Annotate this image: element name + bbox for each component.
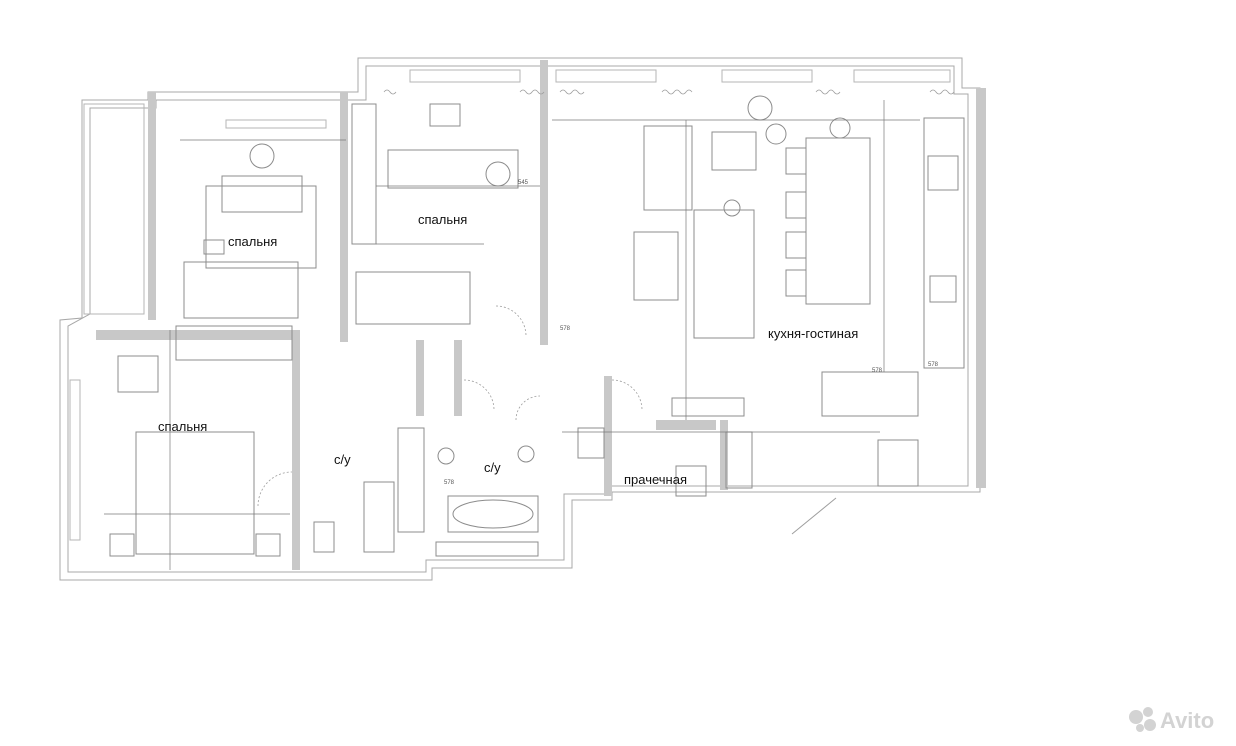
rug [633, 231, 679, 301]
door-swing [495, 305, 527, 337]
room-label-laundry: прачечная [624, 472, 687, 487]
tv-unit [671, 397, 745, 417]
chair [785, 269, 807, 297]
dining-table [805, 137, 871, 305]
dimension-label: 578 [560, 326, 571, 332]
wall-segment [454, 340, 462, 416]
lamp-icon [747, 95, 773, 121]
window-band [225, 119, 327, 129]
shower [363, 481, 395, 553]
window-mark [815, 89, 841, 95]
wall-segment [340, 92, 348, 342]
nightstand [255, 533, 281, 557]
sink-icon [437, 447, 455, 465]
window-mark [559, 89, 585, 95]
window-mark [383, 89, 397, 95]
wardrobe [877, 439, 919, 487]
wall-segment [976, 88, 986, 488]
dryer [675, 465, 707, 497]
cabinet [397, 427, 425, 533]
window-band [409, 69, 521, 83]
stove [927, 155, 959, 191]
window-mark [661, 89, 693, 95]
watermark-logo-icon [1143, 707, 1153, 717]
armchair [711, 131, 757, 171]
balcony-door [791, 497, 837, 535]
room-label-bathroom-1: с/у [334, 452, 351, 467]
room-label-kitchen-living: кухня-гостиная [768, 326, 858, 341]
chair [785, 147, 807, 175]
chair [785, 231, 807, 259]
watermark-logo-icon [1144, 719, 1156, 731]
window-band [721, 69, 813, 83]
door-swing [611, 379, 643, 411]
dimension-label: 578 [928, 362, 939, 368]
island [821, 371, 919, 417]
dimension-label: 545 [518, 180, 529, 186]
coffee-table-icon [723, 199, 741, 217]
toilet [313, 521, 335, 553]
wall-segment [416, 340, 424, 416]
watermark-text: Avito [1160, 708, 1214, 733]
window-mark [519, 89, 545, 95]
washer [577, 427, 605, 459]
vanity [435, 541, 539, 557]
room-label-bedroom-3: спальня [158, 419, 207, 434]
chair-icon [485, 161, 511, 187]
bed [183, 261, 299, 319]
nightstand [109, 533, 135, 557]
lamp-icon [765, 123, 787, 145]
sink [929, 275, 957, 303]
dimension-label: 578 [444, 480, 455, 486]
watermark-logo-icon [1136, 724, 1144, 732]
wardrobe [351, 103, 377, 245]
bed [135, 431, 255, 555]
outer-wall [59, 57, 981, 581]
toilet-icon [517, 445, 535, 463]
door-swing [515, 395, 541, 421]
chair [785, 191, 807, 219]
armchair [117, 355, 159, 393]
bathtub [447, 495, 539, 533]
avito-watermark: Avito [1129, 707, 1214, 733]
door-swing [463, 379, 495, 411]
chair-icon [829, 117, 851, 139]
armchair [429, 103, 461, 127]
wardrobe [175, 325, 293, 361]
wall-segment [604, 376, 612, 496]
sofa [643, 125, 693, 211]
wardrobe [725, 431, 753, 489]
bed [355, 271, 471, 325]
kitchen-counter [923, 117, 965, 369]
wall-segment [540, 60, 548, 345]
room-label-bedroom-1: спальня [228, 234, 277, 249]
desk [387, 149, 519, 189]
watermark-logo-icon [1129, 710, 1143, 724]
bathtub-basin [452, 499, 534, 529]
table [203, 239, 225, 255]
balcony [83, 103, 145, 315]
room-label-bathroom-2: с/у [484, 460, 501, 475]
door-swing [257, 471, 293, 507]
sofa [221, 175, 303, 213]
wall-segment [148, 92, 156, 320]
wall-segment [96, 330, 296, 340]
window-band [555, 69, 657, 83]
window-band [69, 379, 81, 541]
sofa [693, 209, 755, 339]
wall-segment [720, 420, 728, 490]
room-label-bedroom-2: спальня [418, 212, 467, 227]
lamp-icon [249, 143, 275, 169]
wall-segment [292, 330, 300, 570]
wall-segment [656, 420, 716, 430]
rug [205, 185, 317, 269]
window-mark [929, 89, 955, 95]
dimension-label: 578 [872, 368, 883, 374]
window-band [853, 69, 951, 83]
